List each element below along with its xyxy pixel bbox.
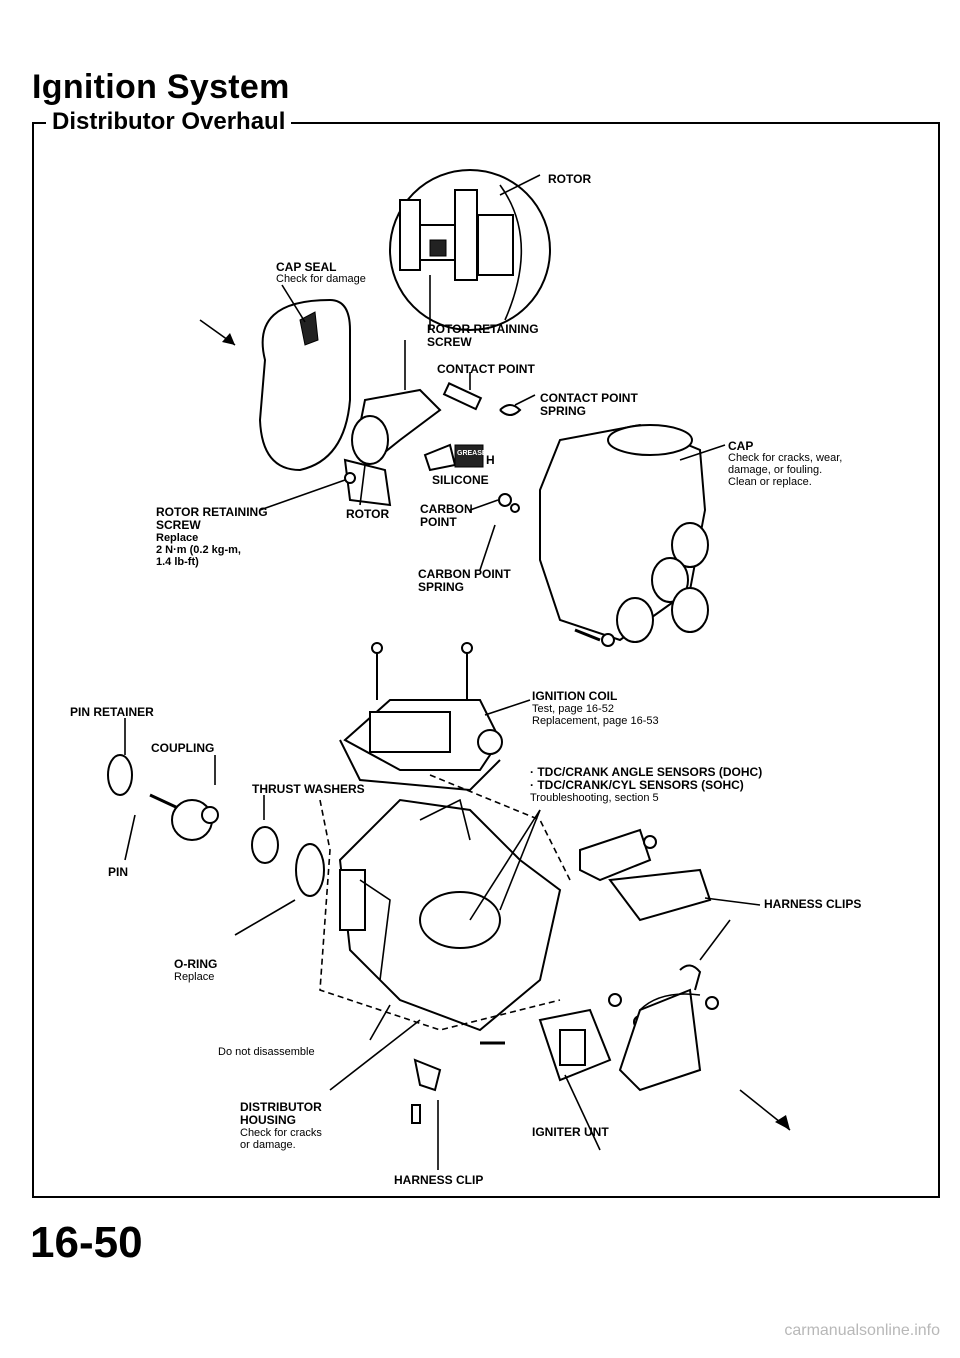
cap-seal-note: Check for damage (276, 273, 366, 285)
harness-clip-part (411, 1058, 442, 1170)
cap-seal-label: CAP SEAL (276, 260, 337, 274)
rotor-mid-label: ROTOR (346, 507, 390, 521)
harness-clip-label: HARNESS CLIP (394, 1173, 484, 1187)
coupling-parts (107, 718, 325, 936)
igniter-unit-part (538, 988, 791, 1151)
cap-seal-ring (199, 284, 351, 472)
grease-tag: GREASE (457, 450, 487, 457)
harness-clips-label: HARNESS CLIPS (764, 897, 862, 911)
distributor-cap-part (539, 423, 726, 647)
tdc-note: Troubleshooting, section 5 (530, 792, 659, 804)
thrust-washers-label: THRUST WASHERS (252, 782, 365, 796)
coupling-label: COUPLING (151, 741, 215, 755)
rotor-part (343, 340, 442, 507)
rotor-retaining-screw-note: Replace 2 N·m (0.2 kg-m, 1.4 lb-ft) (156, 532, 241, 568)
ignition-coil-label: IGNITION COIL (532, 689, 618, 703)
rotor-screw-part (259, 472, 356, 511)
ignition-coil-part (339, 642, 531, 792)
cap-note: Check for cracks, wear, damage, or fouli… (728, 452, 843, 488)
silicone-tube (423, 443, 484, 472)
cap-label: CAP (728, 439, 754, 453)
carbon-point-label: CARBON POINT (420, 502, 473, 529)
carbon-point-spring-label: CARBON POINT SPRING (418, 567, 511, 594)
distributor-housing-note: Check for cracks or damage. (240, 1127, 322, 1151)
distributor-housing-part (319, 774, 571, 1091)
do-not-disassemble-note: Do not disassemble (218, 1046, 315, 1058)
o-ring-label: O-RING (174, 957, 218, 971)
section-title: Distributor Overhaul (46, 108, 292, 136)
silicone-label: SILICONE (432, 473, 489, 487)
igniter-unit-label: IGNITER UNT (532, 1125, 609, 1139)
contact-point-label: CONTACT POINT (437, 362, 535, 376)
distributor-housing-label: DISTRIBUTOR HOUSING (240, 1100, 322, 1127)
page-title: Ignition System (32, 68, 290, 106)
rotor-retaining-screw-label: ROTOR RETAINING SCREW (156, 505, 268, 532)
grease-h-label: H (486, 453, 495, 467)
tdc-sensors-label: · TDC/CRANK ANGLE SENSORS (DOHC) · TDC/C… (530, 765, 763, 792)
carbon-point-part (469, 493, 520, 571)
rotor-retaining-screw-top-label: ROTOR RETAINING SCREW (427, 322, 539, 349)
o-ring-note: Replace (174, 971, 215, 983)
page-number: 16-50 (30, 1218, 143, 1267)
contact-point-part (442, 372, 536, 416)
watermark-text: carmanualsonline.info (784, 1322, 940, 1339)
rotor-top-label: ROTOR (548, 172, 592, 186)
ignition-coil-note: Test, page 16-52 Replacement, page 16-53 (532, 703, 659, 727)
rotor-detail-circle (389, 169, 551, 331)
pin-retainer-label: PIN RETAINER (70, 705, 154, 719)
contact-point-spring-label: CONTACT POINT SPRING (540, 391, 638, 418)
pin-label: PIN (108, 865, 129, 879)
diagram-frame (32, 122, 940, 1198)
harness-clip-bracket (579, 828, 761, 991)
